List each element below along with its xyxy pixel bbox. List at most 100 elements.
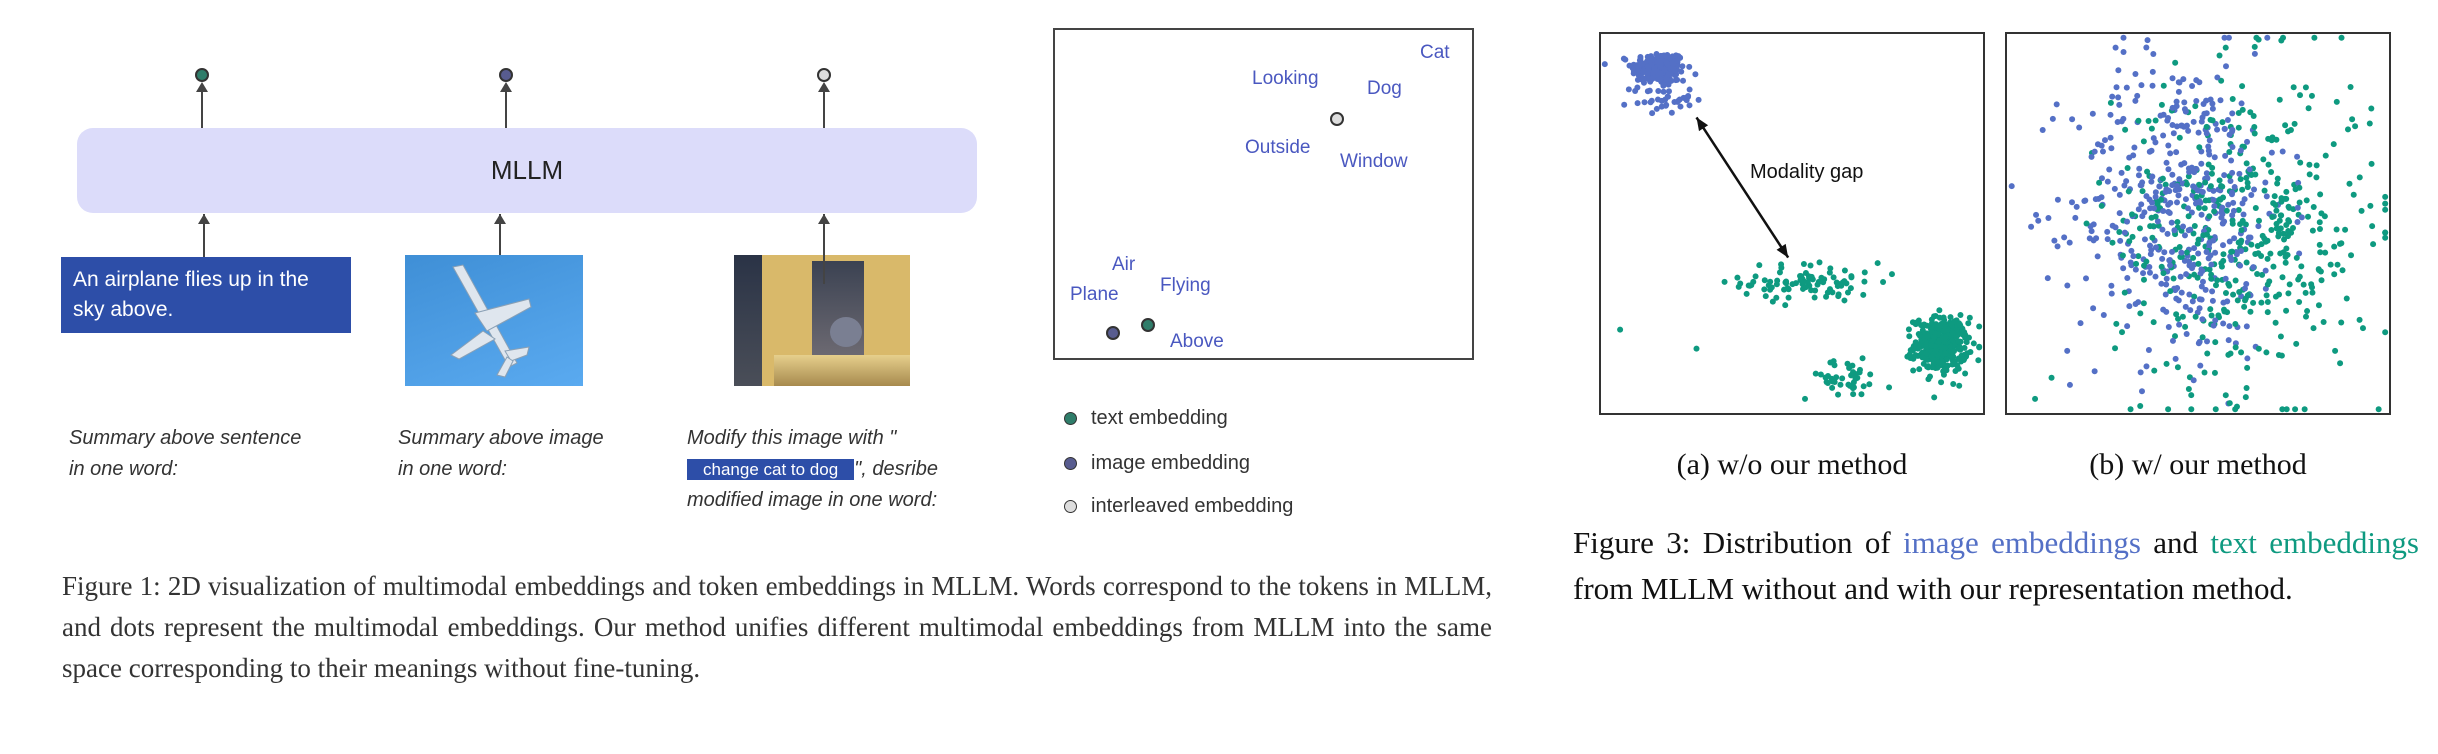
text-embedding-point: [1781, 286, 1788, 293]
text-embedding-point: [2369, 223, 2376, 230]
image-embedding-point: [2167, 199, 2174, 206]
text-embedding-point: [2305, 213, 2312, 220]
image-embedding-point: [2094, 253, 2101, 260]
image-embedding-point: [2068, 199, 2075, 206]
text-embedding-point: [2207, 183, 2214, 190]
image-embedding-point: [2211, 203, 2218, 210]
text-embedding-point: [2174, 364, 2181, 371]
text-embedding-point: [2316, 267, 2323, 274]
cat-icon: [830, 317, 862, 347]
image-embedding-point: [2156, 183, 2163, 190]
image-embedding-point: [2202, 286, 2209, 293]
text-embedding-point: [1820, 279, 1827, 286]
text-embedding-point: [2270, 263, 2277, 270]
image-embedding-point: [2169, 75, 2176, 82]
text-embedding-point: [2148, 125, 2155, 132]
text-embedding-point: [2264, 309, 2271, 316]
text-embedding-point: [1818, 274, 1825, 281]
image-embedding-point: [2195, 129, 2202, 136]
image-embedding-point: [2229, 169, 2236, 176]
text-embedding-point: [1799, 285, 1806, 292]
arrowhead-up-icon: [500, 82, 512, 92]
text-embedding-point: [2150, 223, 2157, 230]
image-embedding-point: [2212, 249, 2219, 256]
modality-gap-label: Modality gap: [1750, 161, 1863, 183]
text-embedding-point: [2232, 344, 2239, 351]
text-embedding-point: [1928, 342, 1935, 349]
image-embedding-point: [2239, 200, 2246, 207]
text-embedding-point: [2382, 329, 2389, 336]
image-embedding-point: [2264, 34, 2271, 41]
image-embedding-point: [2121, 229, 2128, 236]
text-embedding-point: [2204, 350, 2211, 357]
text-embedding-point: [2303, 197, 2310, 204]
text-embedding-point: [2283, 307, 2290, 314]
text-embedding-point: [2244, 364, 2251, 371]
prompt-line: in one word:: [398, 458, 507, 480]
image-embedding-point: [2081, 198, 2088, 205]
text-embedding-point: [1769, 298, 1776, 305]
image-embedding-point: [2206, 137, 2213, 144]
image-embedding-point: [2152, 139, 2159, 146]
text-embedding-point: [2109, 239, 2116, 246]
text-embedding-point: [1867, 371, 1874, 378]
image-embedding-point: [2243, 323, 2250, 330]
text-embedding-point: [2206, 213, 2213, 220]
text-embedding-point: [2286, 281, 2293, 288]
prompt-line: modified image in one word:: [687, 489, 938, 511]
text-embedding-point: [2349, 116, 2356, 123]
image-embedding-point: [2214, 74, 2221, 81]
text-embedding-point: [2258, 299, 2265, 306]
word-window: Window: [1340, 151, 1408, 172]
text-embedding-point: [2287, 126, 2294, 133]
text-embedding-point: [2308, 92, 2315, 99]
image-embedding-point: [1653, 105, 1660, 112]
text-embedding-point: [2336, 240, 2343, 247]
cat-window-image: [734, 255, 910, 386]
image-embedding-point: [2161, 249, 2168, 256]
image-embedding-point: [2199, 278, 2206, 285]
text-embedding-point: [2116, 228, 2123, 235]
text-embedding-point: [2282, 122, 2289, 129]
text-embedding-point: [1925, 363, 1932, 370]
image-embedding-point: [2045, 215, 2052, 222]
text-embedding-point: [1916, 366, 1923, 373]
image-embedding-point: [2190, 261, 2197, 268]
text-embedding-point: [2112, 345, 2119, 352]
image-embedding-point: [2126, 303, 2133, 310]
text-embedding-point: [2096, 179, 2103, 186]
image-embedding-point: [1680, 77, 1687, 84]
text-embedding-point: [2113, 320, 2120, 327]
text-embedding-point: [2309, 284, 2316, 291]
image-embedding-point: [2054, 243, 2061, 250]
image-embedding-point: [2209, 288, 2216, 295]
legend-text-embedding: text embedding: [1064, 407, 1228, 430]
text-embedding-point: [1800, 261, 1807, 268]
text-embedding-point: [1767, 278, 1774, 285]
image-embedding-point: [2175, 192, 2182, 199]
image-embedding-point: [2173, 103, 2180, 110]
text-embedding-point: [2265, 135, 2272, 142]
image-embedding-point: [2225, 201, 2232, 208]
text-embedding-point: [2203, 123, 2210, 130]
image-embedding-point: [2198, 211, 2205, 218]
image-embedding-point: [2107, 111, 2114, 118]
image-embedding-point: [2069, 116, 2076, 123]
image-embedding-point: [2112, 224, 2119, 231]
text-embedding-point: [2333, 98, 2340, 105]
image-embedding-point: [2295, 179, 2302, 186]
text-embedding-point: [1721, 278, 1728, 285]
image-embedding-point: [2066, 239, 2073, 246]
text-embedding-point: [2222, 44, 2229, 51]
text-embedding-point: [2305, 105, 2312, 112]
image-embedding-point: [2123, 84, 2130, 91]
image-embedding-point: [2138, 388, 2145, 395]
text-embedding-point: [2207, 306, 2214, 313]
text-embedding-point: [1938, 343, 1945, 350]
image-embedding-point: [1641, 99, 1648, 106]
image-embedding-point: [2116, 210, 2123, 217]
text-embedding-point: [1807, 262, 1814, 269]
text-embedding-point: [2194, 274, 2201, 281]
image-embedding-point: [1685, 93, 1692, 100]
image-embedding-point: [2167, 150, 2174, 157]
